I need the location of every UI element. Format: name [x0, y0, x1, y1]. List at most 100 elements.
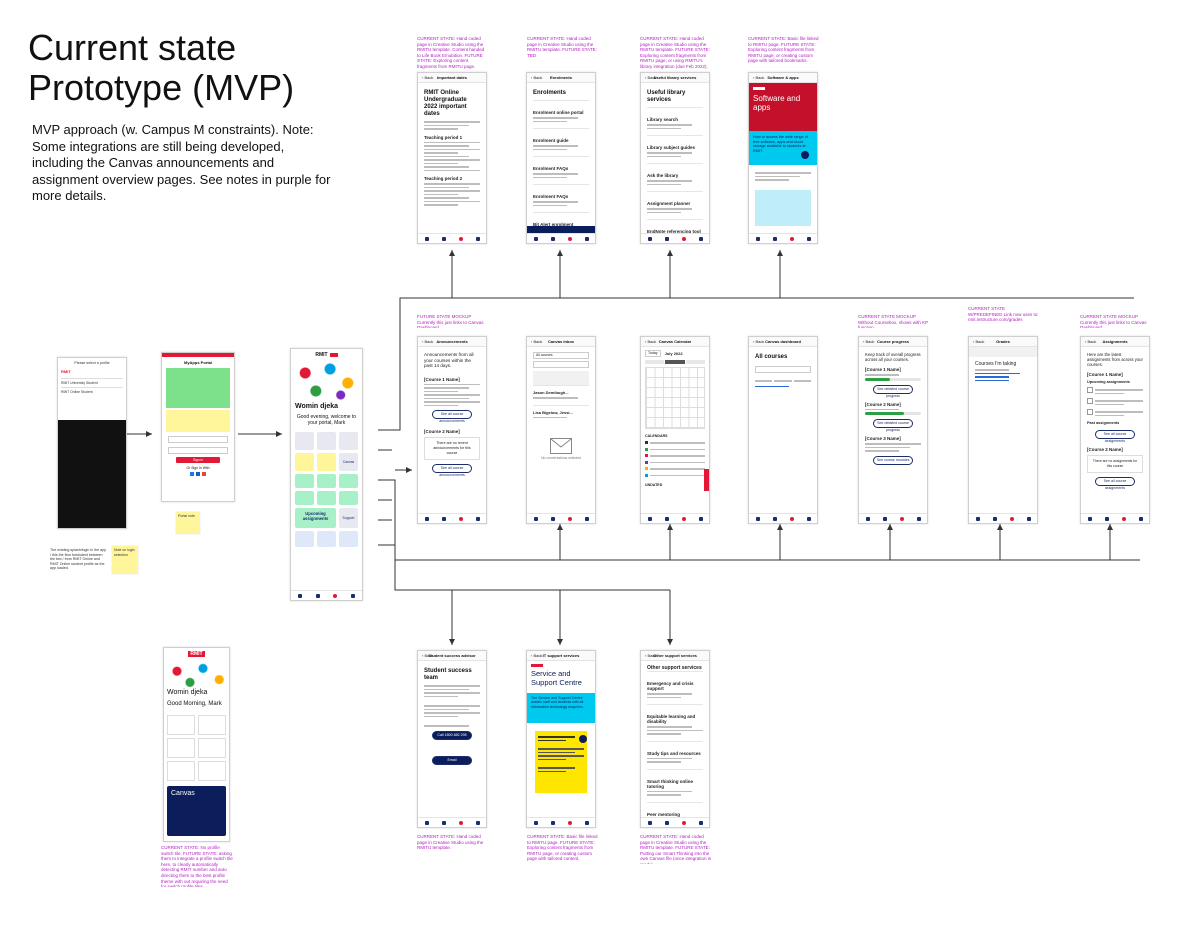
alt-canvas-panel[interactable]: Canvas [167, 786, 226, 836]
undated-heading: UNDATED [645, 483, 663, 487]
facebook-icon[interactable] [190, 472, 194, 476]
sticky-note-portal: Portal note [176, 512, 200, 534]
tile-dashboard[interactable] [339, 491, 358, 505]
see-all-announcements-button-2[interactable]: See all course announcements [432, 464, 472, 477]
library-search-link[interactable]: Library search [647, 117, 679, 122]
calendar-month-grid[interactable] [645, 367, 705, 429]
alt-home-screen: RMIT Womin djeka Good Morning, Mark Canv… [163, 647, 230, 842]
see-all-announcements-button[interactable]: See all course announcements [432, 410, 472, 423]
login-annotation: The existing splash/login in the app / t… [50, 548, 107, 571]
alt-tile-student-services[interactable] [198, 761, 226, 781]
tile-enrolments[interactable] [339, 432, 358, 450]
tile-inbox[interactable] [339, 474, 358, 488]
study-tips-link[interactable]: Study tips and resources [647, 750, 701, 756]
dashboard-title: Canvas dashboard [765, 339, 801, 344]
dashboard-search-input[interactable] [755, 366, 811, 373]
tile-download[interactable] [295, 432, 314, 450]
calendar-title: Canvas Calendar [658, 339, 692, 344]
note-assignments: CURRENT STATE MOCKUP Currently this just… [1080, 314, 1147, 328]
software-callout: How to access the wide range of free sof… [749, 131, 817, 165]
it-share-icon[interactable] [579, 735, 587, 743]
tile-support[interactable]: Support [339, 508, 358, 528]
tab-home-icon[interactable] [297, 593, 302, 598]
enrolment-faqs-link[interactable]: Enrolment FAQs [533, 166, 569, 171]
tile-it-support[interactable] [317, 531, 336, 547]
note-enrolments: CURRENT STATE: Hand coded page in Creati… [527, 36, 597, 58]
enrolment-guide-link[interactable]: Enrolment guide [533, 138, 569, 143]
equitable-learning-link[interactable]: Equitable learning and disability [647, 714, 696, 724]
alt-tile-calendar[interactable] [167, 761, 195, 781]
progress-course-3: [Course 3 Name] [865, 436, 901, 441]
library-guides-link[interactable]: Library subject guides [647, 145, 696, 150]
alt-welcome: Womin djeka [167, 689, 208, 696]
emergency-support-link[interactable]: Emergency and crisis support [647, 681, 694, 691]
login-screen: Please select a profile RMIT RMIT Univer… [57, 357, 127, 529]
course-modules-button[interactable]: See course modules [873, 455, 913, 465]
linkedin-icon[interactable] [196, 472, 200, 476]
tile-progress[interactable] [317, 491, 336, 505]
software-title: Software & apps [767, 75, 799, 80]
tile-upcoming-assignments[interactable]: Upcoming assignments [295, 508, 336, 528]
enrolment-faqs-link-2[interactable]: Enrolment FAQs [533, 194, 569, 199]
ask-library-link[interactable]: Ask the library [647, 173, 679, 178]
envelope-icon [550, 438, 572, 454]
tile-important-dates[interactable] [317, 432, 336, 450]
tile-grades[interactable] [295, 491, 314, 505]
inbox-course-filter[interactable]: All courses [533, 352, 589, 359]
share-icon[interactable] [801, 151, 809, 159]
tile-library[interactable] [295, 453, 314, 471]
progress-detail-button-2[interactable]: See detailed course progress [873, 419, 913, 432]
alt-tile-student-id[interactable] [198, 738, 226, 758]
home-greeting: Good evening, welcome to your portal, Ma… [296, 414, 357, 426]
profile-option-online[interactable]: RMIT Online Student [61, 387, 123, 396]
alt-tile-timetable[interactable] [167, 715, 195, 735]
progress-detail-button-1[interactable]: See detailed course progress [873, 384, 913, 398]
tile-other-support[interactable] [339, 531, 358, 547]
note-important-dates: CURRENT STATE: Hand coded page in Creati… [417, 36, 485, 69]
tile-canvas[interactable]: Canvas [339, 453, 358, 471]
announcements-course-2: [Course 2 Name] [424, 429, 460, 435]
library-heading: Useful library services [647, 90, 686, 103]
see-all-assignments-button[interactable]: See all course assignments [1095, 430, 1135, 443]
other-support-title: Other support services [653, 653, 697, 658]
tile-announcements[interactable] [295, 474, 314, 488]
see-all-assignments-button-2[interactable]: See all course assignments [1095, 477, 1135, 490]
tile-calendar[interactable] [317, 474, 336, 488]
inbox-empty: No conversations selected [541, 456, 581, 460]
inbox-message-1[interactable]: Jason Demibugh... [533, 390, 569, 395]
calendar-today-button[interactable]: Today [645, 350, 661, 357]
it-support-title: IT support services [542, 653, 580, 658]
alt-tile-emergency[interactable] [198, 715, 226, 735]
past-assignments-heading[interactable]: Past assignments [1087, 421, 1120, 425]
assignments-course-2: [Course 2 Name] [1087, 447, 1123, 452]
endnote-link[interactable]: EndNote referencing tool [647, 229, 701, 234]
enrolment-portal-link[interactable]: Enrolment online portal [533, 110, 584, 115]
calendar-side-tab[interactable] [704, 469, 709, 491]
tile-student-advisor[interactable] [295, 531, 314, 547]
google-icon[interactable] [202, 472, 206, 476]
intro-text: MVP approach (w. Campus M constraints). … [32, 122, 331, 203]
calendars-heading: CALENDARS [645, 434, 668, 438]
note-progress: CURRENT STATE MOCKUP Without Coursebox, … [858, 314, 928, 328]
assignment-planner-link[interactable]: Assignment planner [647, 201, 691, 206]
call-advisor-button[interactable]: Call 1800 882 295 [432, 730, 472, 740]
email-advisor-button[interactable]: Email [432, 755, 472, 765]
alt-tile-map[interactable] [167, 738, 195, 758]
tile-software[interactable] [317, 453, 336, 471]
tab-alerts-icon[interactable] [333, 593, 338, 598]
success-advisor-title: Student success advisor [428, 653, 476, 658]
peer-mentoring-link[interactable]: Peer mentoring [647, 811, 681, 817]
profile-option-university[interactable]: RMIT University Student [61, 378, 123, 387]
smart-thinking-link[interactable]: Smart thinking online tutoring [647, 778, 694, 789]
tab-more-icon[interactable] [351, 593, 356, 598]
portal-signin-button[interactable]: Sign in [176, 457, 220, 463]
alt-greeting: Good Morning, Mark [167, 701, 222, 707]
upcoming-assignments-heading[interactable]: Upcoming assignments [1087, 380, 1130, 384]
it-support-hero: Service and Support Centre [531, 669, 582, 687]
inbox-message-2[interactable]: Lisa Bigelow, Jessi... [533, 409, 573, 415]
tab-search-icon[interactable] [315, 593, 320, 598]
